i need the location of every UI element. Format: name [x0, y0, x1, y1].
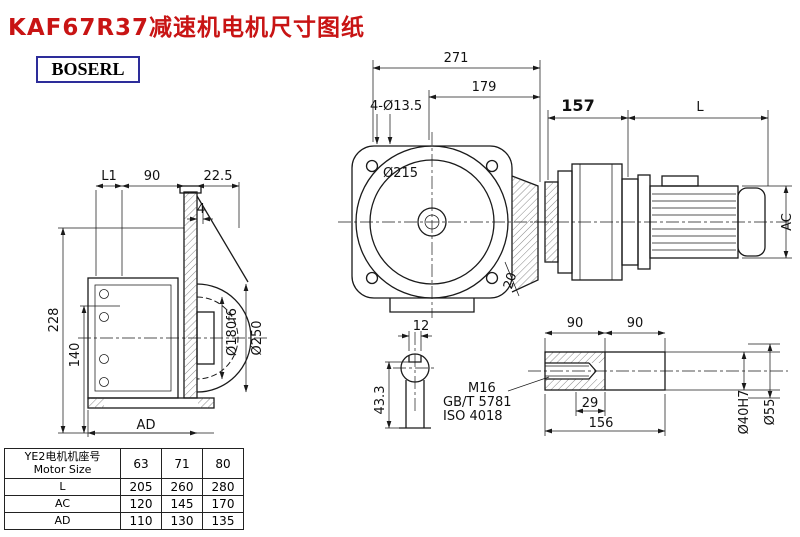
dim-90-label: 90	[144, 169, 161, 184]
dim-90a-label: 90	[567, 316, 584, 331]
dim-22-5-label: 22.5	[204, 169, 233, 184]
table-header-label-cell: YE2电机机座号 Motor Size	[4, 448, 121, 479]
table-cell: 205	[120, 478, 162, 496]
header-label-en: Motor Size	[33, 462, 92, 476]
dim-179-label: 179	[472, 80, 497, 95]
table-cell: 170	[202, 495, 244, 513]
motor-assembly-view: 157 L AC	[534, 96, 795, 281]
size-80-cell: 80	[202, 448, 244, 479]
dim-bolt-holes-label: 4-Ø13.5	[370, 99, 422, 114]
table-cell: 130	[161, 512, 203, 530]
table-cell: 260	[161, 478, 203, 496]
dim-29-label: 29	[582, 396, 599, 411]
front-flange-view: 271 179 4-Ø13.5 Ø215 20	[338, 51, 550, 318]
motor-fins	[652, 193, 736, 251]
dim-flange-dia-label: Ø215	[383, 166, 418, 181]
dim-228-label: 228	[47, 308, 62, 333]
table-cell: 135	[202, 512, 244, 530]
dim-157-label: 157	[561, 96, 594, 115]
table-header-row: YE2电机机座号 Motor Size 63 71 80	[4, 448, 244, 479]
table-cell: 110	[120, 512, 162, 530]
dim-250-label: Ø250	[250, 320, 265, 355]
dim-90b-label: 90	[627, 316, 644, 331]
row-label: AC	[4, 495, 121, 513]
dim-40-label: Ø40H7	[737, 390, 752, 435]
table-row-AC: AC 120 145 170	[4, 495, 244, 513]
dim-140-label: 140	[68, 343, 83, 368]
standard-gb-label: GB/T 5781	[443, 395, 512, 410]
size-63-cell: 63	[120, 448, 162, 479]
dim-AC-label: AC	[780, 213, 795, 231]
dim-L-label: L	[696, 100, 704, 115]
shaft-cross-section-view: 12 43.3	[373, 319, 437, 429]
dim-156-label: 156	[589, 416, 614, 431]
dim-12-label: 12	[413, 319, 430, 334]
dim-180-label: Ø180f6	[225, 308, 240, 356]
thread-spec-label: M16	[468, 381, 496, 396]
table-row-L: L 205 260 280	[4, 478, 244, 496]
dim-55-label: Ø55	[763, 399, 778, 426]
row-label: AD	[4, 512, 121, 530]
table-cell: 280	[202, 478, 244, 496]
shaft-detail-view: 90 90 M16 GB/T 5781 ISO 4018 29 156 Ø40H…	[443, 316, 788, 436]
dim-20-label: 20	[501, 271, 520, 291]
dim-4-label: 4	[197, 202, 205, 217]
table-row-AD: AD 110 130 135	[4, 512, 244, 530]
dim-43-3-label: 43.3	[373, 386, 388, 415]
size-71-cell: 71	[161, 448, 203, 479]
standard-iso-label: ISO 4018	[443, 409, 503, 424]
dim-271-label: 271	[444, 51, 469, 66]
gearbox-side-view: L1 90 22.5 4 228 140 AD Ø180f6 Ø250	[47, 169, 268, 437]
header-label-cn: YE2电机机座号	[24, 449, 101, 463]
motor-size-table: YE2电机机座号 Motor Size 63 71 80 L 205 260 2…	[4, 448, 244, 530]
boserl-logo: BOSERL	[36, 56, 140, 83]
table-cell: 145	[161, 495, 203, 513]
page-title: KAF67R37减速机电机尺寸图纸	[8, 15, 366, 41]
table-cell: 120	[120, 495, 162, 513]
row-label: L	[4, 478, 121, 496]
dim-AD-label: AD	[137, 418, 156, 433]
dim-L1-label: L1	[101, 169, 117, 184]
